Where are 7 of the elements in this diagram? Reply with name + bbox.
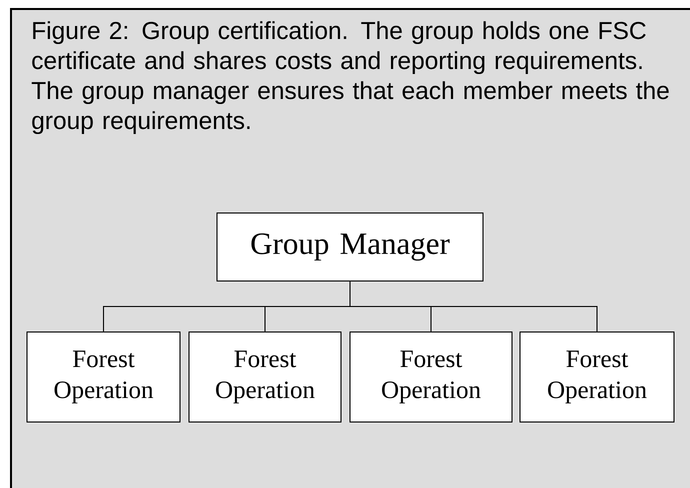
operation-box: Forest Operation (520, 332, 674, 422)
caption: Figure 2: Group certification. The group holds one FSC certificate and shares costs and reporting requirements. The group manager ensures that each member meets the group requirements. (32, 21, 669, 134)
operation-box: Forest Operation (350, 332, 512, 422)
connector-line (350, 281, 598, 332)
manager-box: Group Manager (216, 212, 484, 282)
operation-box: Forest Operation (26, 332, 180, 422)
operation-box: Forest Operation (188, 332, 342, 422)
